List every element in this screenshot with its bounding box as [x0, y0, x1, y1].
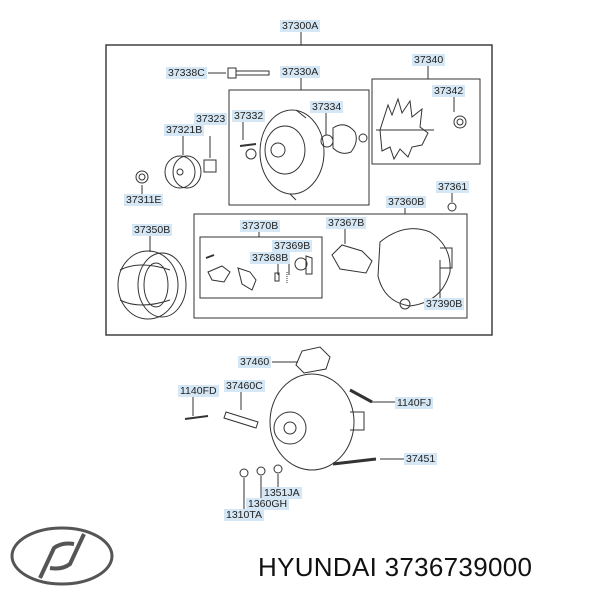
part-label-37330A: 37330A [280, 66, 321, 78]
part-label-37367B: 37367B [326, 217, 367, 229]
part-label-37460: 37460 [238, 356, 272, 368]
front-housing [259, 109, 325, 195]
part-label-37342: 37342 [432, 85, 466, 97]
part-label-37300A: 37300A [280, 20, 321, 32]
part-label-37334: 37334 [310, 101, 344, 113]
part-label-37323: 37323 [194, 113, 228, 125]
rotor-box [371, 78, 481, 165]
assembly-box [105, 44, 493, 336]
part-label-37370B: 37370B [240, 220, 281, 232]
part-label-37338C: 37338C [166, 67, 207, 79]
stator [117, 250, 179, 320]
part-number-caption: HYUNDAI 3736739000 [258, 552, 533, 582]
part-label-1351JA: 1351JA [262, 487, 302, 499]
part-label-37390B: 37390B [424, 298, 465, 310]
part-label-1360GH: 1360GH [246, 498, 290, 510]
regulator [331, 244, 373, 274]
part-label-37321B: 37321B [164, 124, 205, 136]
alternator-assembly [269, 373, 355, 471]
hyundai-logo [10, 526, 114, 586]
part-label-1310TA: 1310TA [224, 509, 264, 521]
brush-holder-box [199, 236, 323, 299]
rear-housing [377, 228, 451, 307]
rear-housing-box [193, 213, 468, 319]
rotor [379, 97, 429, 161]
part-label-37361: 37361 [436, 181, 470, 193]
bracket [295, 346, 331, 374]
part-label-37360B: 37360B [386, 196, 427, 208]
housing-box [228, 89, 370, 206]
part-label-37311E: 37311E [124, 194, 164, 206]
part-label-37340: 37340 [412, 54, 446, 66]
part-label-1140FJ: 1140FJ [395, 397, 434, 409]
part-label-37460C: 37460C [224, 380, 265, 392]
part-label-37350B: 37350B [132, 224, 173, 236]
part-label-1140FD: 1140FD [178, 385, 219, 397]
part-label-37451: 37451 [404, 453, 438, 465]
part-label-37368B: 37368B [250, 252, 291, 264]
part-label-37332: 37332 [232, 110, 266, 122]
part-label-37369B: 37369B [272, 240, 313, 252]
